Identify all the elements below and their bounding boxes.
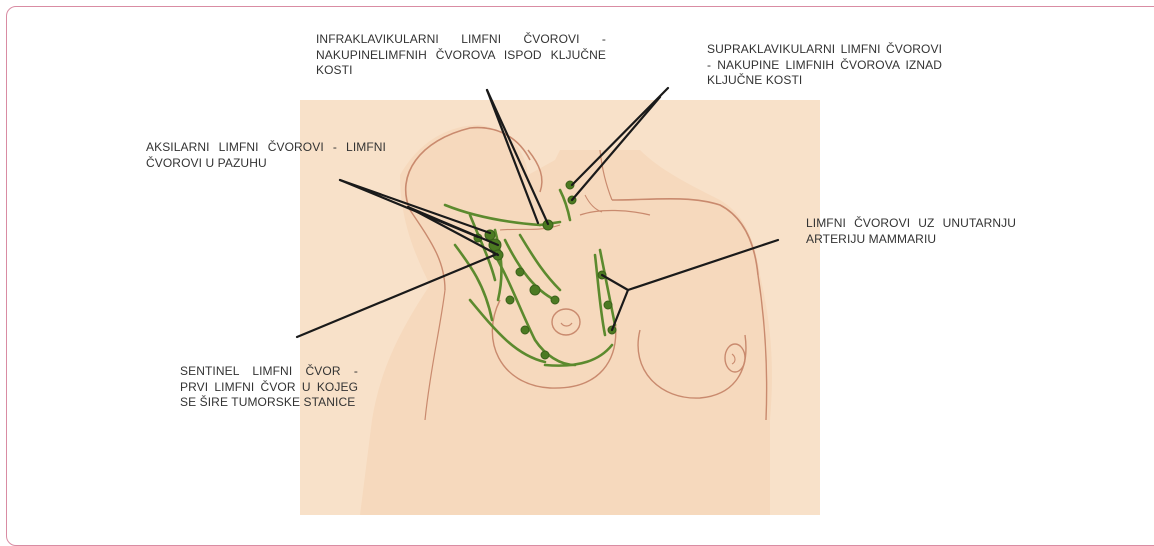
label-sentinel: SENTINEL LIMFNI ČVOR - PRVI LIMFNI ČVOR … bbox=[180, 364, 358, 411]
label-internal-mammary: LIMFNI ČVOROVI UZ UNUTARNJU ARTERIJU MAM… bbox=[806, 216, 1016, 247]
label-supraclavicular: SUPRAKLAVIKULARNI LIMFNI ČVOROVI - NAKUP… bbox=[707, 42, 942, 89]
torso-illustration bbox=[0, 0, 1154, 533]
label-axillary: AKSILARNI LIMFNI ČVOROVI - LIMFNI ČVOROV… bbox=[146, 140, 386, 171]
label-infraclavicular: INFRAKLAVIKULARNI LIMFNI ČVOROVI - NAKUP… bbox=[316, 32, 606, 79]
